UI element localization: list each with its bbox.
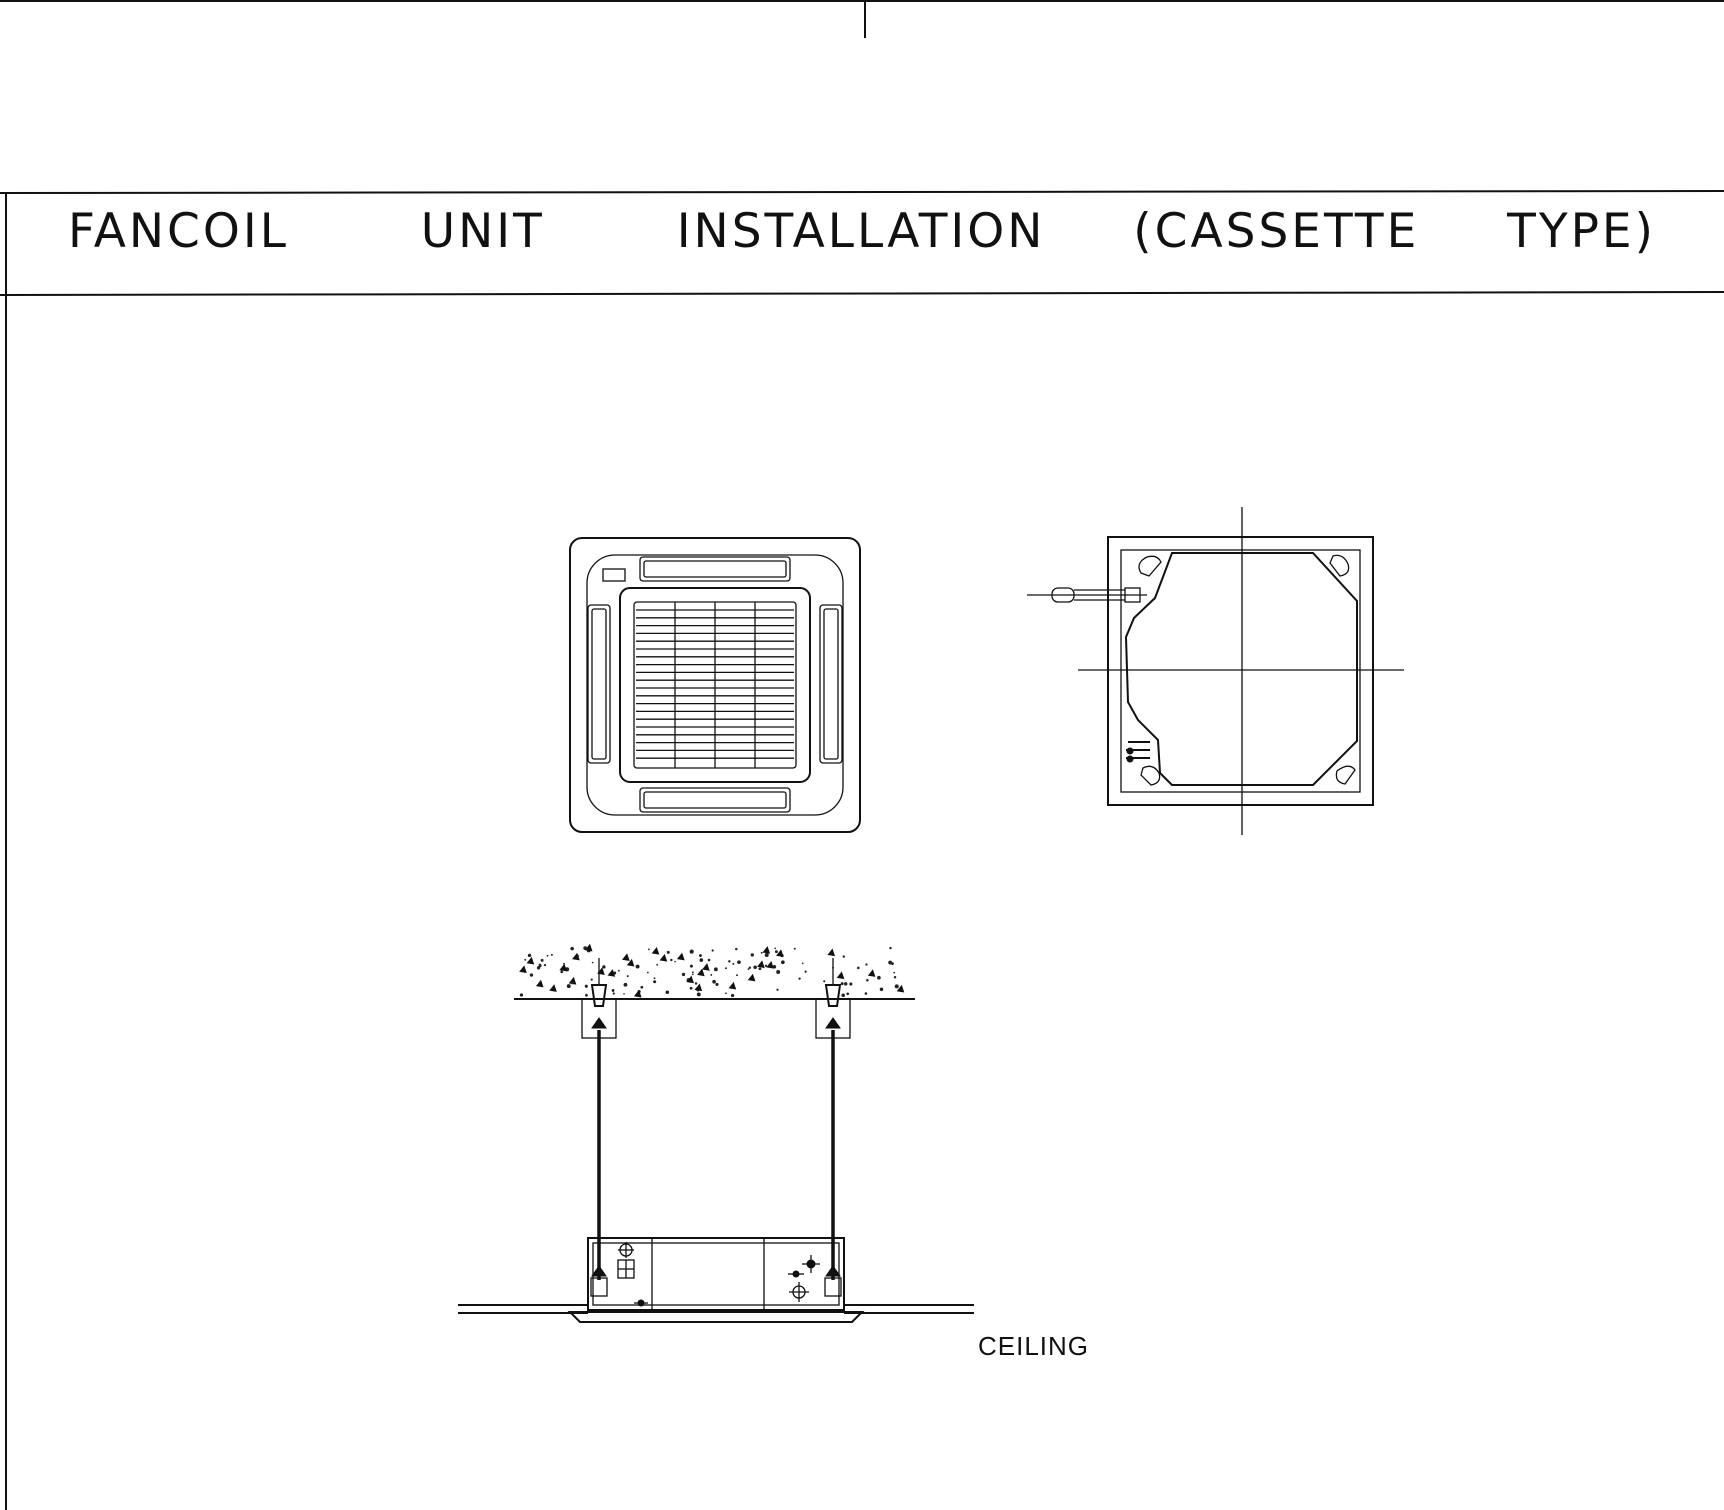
concrete-slab-hatch: [519, 943, 905, 998]
cassette-plan-view: [1027, 507, 1404, 835]
cassette-top-view: [569, 537, 861, 833]
installation-section-view: [458, 943, 974, 1323]
ceiling-label: CEILING: [978, 1331, 1090, 1361]
drawing-title: FANCOIL UNIT INSTALLATION (CASSETTE TYPE…: [68, 204, 1656, 259]
